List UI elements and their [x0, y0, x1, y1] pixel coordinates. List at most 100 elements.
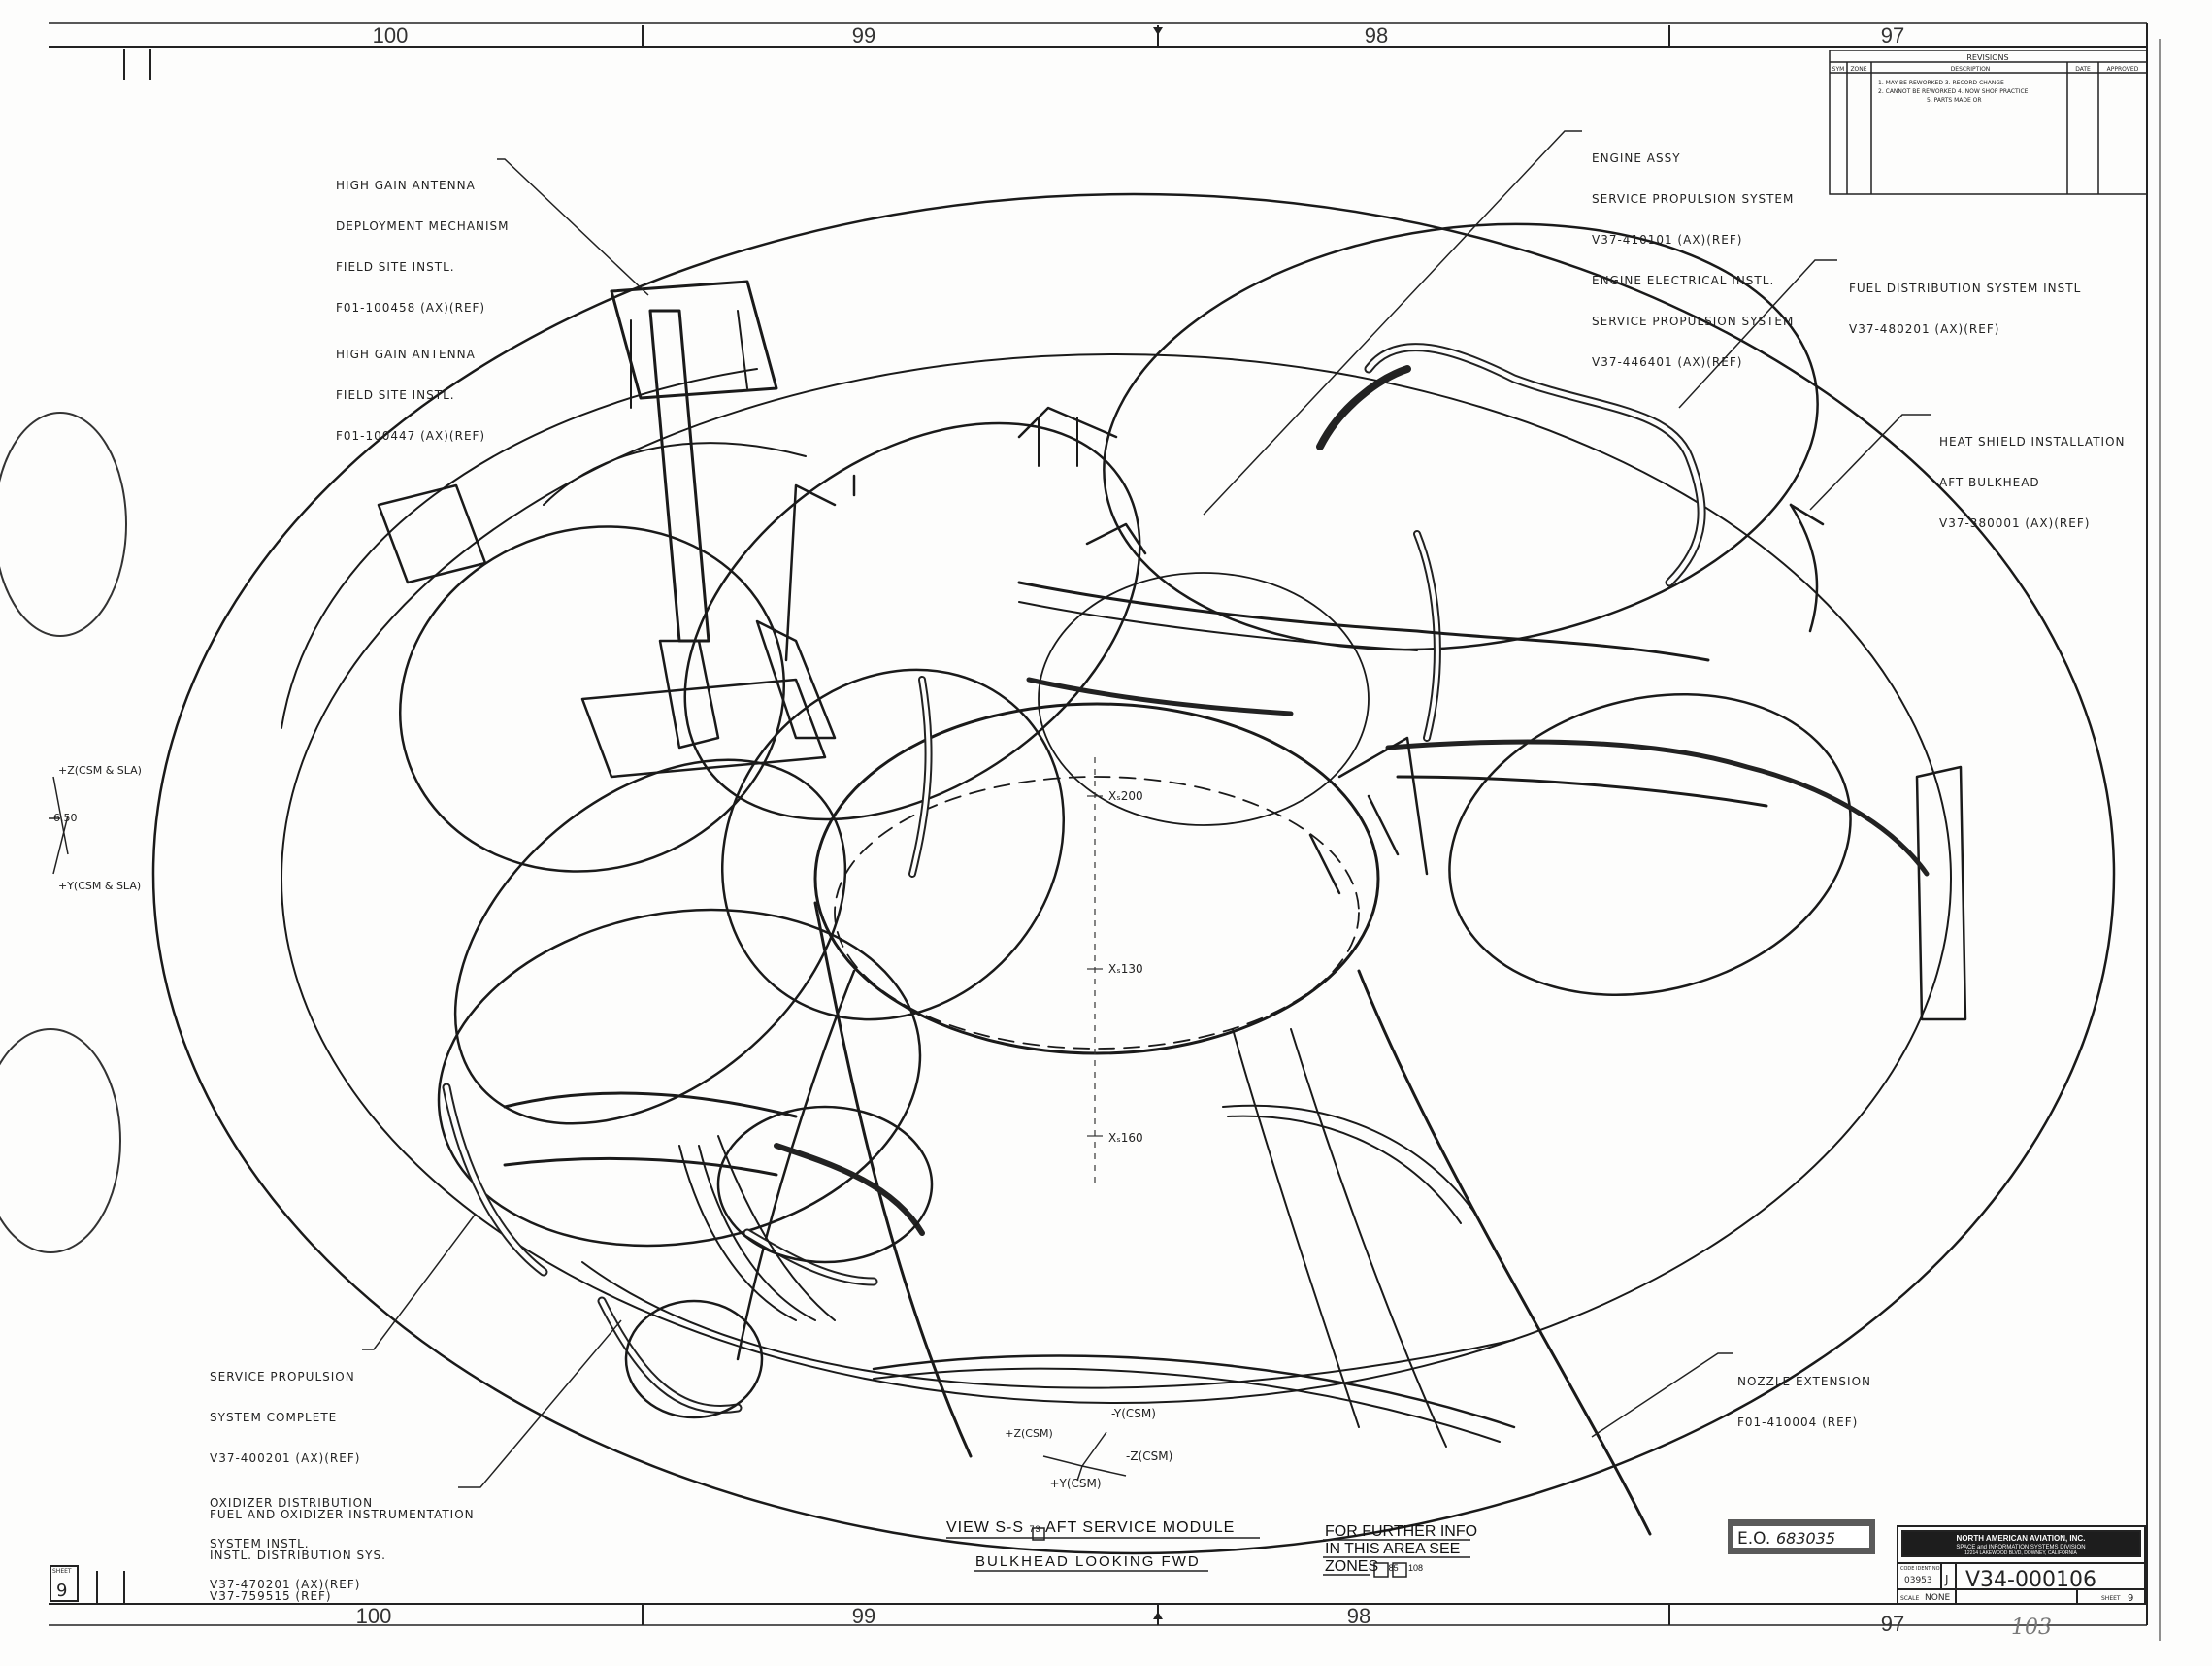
- title-code: 03953: [1904, 1576, 1932, 1585]
- callout-line: DEPLOYMENT MECHANISM: [336, 219, 510, 233]
- callout-heat-shield: HEAT SHIELD INSTALLATION AFT BULKHEAD V3…: [1939, 408, 2125, 544]
- callout-line: V37-400201 (AX)(REF): [210, 1451, 361, 1465]
- axis-left-z: +Z(CSM & SLA): [58, 764, 142, 777]
- callout-fuel-distribution: FUEL DISTRIBUTION SYSTEM INSTL V37-48020…: [1849, 254, 2081, 350]
- zone-top-100: 100: [373, 23, 409, 48]
- further-info-zones: ZONES 85 108: [1325, 1558, 1477, 1577]
- center-mark-bottom-icon: [1153, 1612, 1163, 1619]
- coord-neg-z: -Z(CSM): [1126, 1449, 1172, 1463]
- revisions-col-date: DATE: [2075, 66, 2091, 73]
- callout-line: F01-100458 (AX)(REF): [336, 301, 486, 315]
- heat-shield-outline: [151, 192, 2116, 1555]
- callout-line: V37-480201 (AX)(REF): [1849, 322, 2000, 336]
- further-info-zone-2: 108: [1408, 1563, 1424, 1573]
- edge-fragments: [0, 412, 127, 1253]
- revisions-col-desc: DESCRIPTION: [1951, 66, 1991, 73]
- callout-line: SYSTEM COMPLETE: [210, 1411, 338, 1424]
- callout-line: V37-446401 (AX)(REF): [1592, 355, 1743, 369]
- view-title-line-2: BULKHEAD LOOKING FWD: [975, 1553, 1201, 1570]
- coordinate-triad: [1042, 1431, 1127, 1482]
- callout-line: SERVICE PROPULSION SYSTEM: [1592, 192, 1795, 206]
- callout-line: FUEL DISTRIBUTION SYSTEM INSTL: [1849, 282, 2082, 295]
- callout-line: FIELD SITE INSTL.: [336, 260, 455, 274]
- center-mark-top-icon: [1153, 27, 1163, 35]
- title-sheet: 9: [2128, 1593, 2133, 1604]
- view-title-rules: [946, 1527, 1470, 1578]
- title-scale-label: SCALE: [1900, 1595, 1919, 1602]
- title-drawing-number: V34-000106: [1965, 1568, 2096, 1592]
- callout-line: F01-410004 (REF): [1737, 1416, 1859, 1429]
- title-sheet-label: SHEET: [2101, 1595, 2121, 1602]
- callout-line: SYSTEM INSTL.: [210, 1537, 310, 1550]
- zone-bottom-100: 100: [356, 1604, 392, 1628]
- zone-top-97: 97: [1881, 23, 1904, 48]
- station-200-label: Xₛ200: [1108, 789, 1143, 803]
- callout-line: ENGINE ASSY: [1592, 151, 1681, 165]
- further-info-note: FOR FURTHER INFO IN THIS AREA SEE ZONES …: [1325, 1523, 1477, 1577]
- zone-labels-top: 100 99 98 97: [373, 23, 1905, 48]
- view-title-tag: 73: [1029, 1524, 1041, 1534]
- zone-bottom-99: 99: [852, 1604, 875, 1628]
- zone-top-99: 99: [852, 23, 875, 48]
- callout-line: HIGH GAIN ANTENNA: [336, 348, 476, 361]
- callout-instrumentation: FUEL AND OXIDIZER INSTRUMENTATION INSTL.…: [210, 1481, 475, 1616]
- zone-bottom-98: 98: [1347, 1604, 1370, 1628]
- revisions-col-sym: SYM: [1832, 66, 1845, 73]
- callout-engine-assy: ENGINE ASSY SERVICE PROPULSION SYSTEM V3…: [1592, 124, 1794, 383]
- eo-number: 683035: [1776, 1529, 1835, 1548]
- view-title: VIEW S-S 73 AFT SERVICE MODULE: [946, 1519, 1235, 1537]
- callout-line: HIGH GAIN ANTENNA: [336, 179, 476, 192]
- leader-lines: [362, 130, 1931, 1488]
- callout-line: V37-380001 (AX)(REF): [1939, 516, 2091, 530]
- callout-line: OXIDIZER DISTRIBUTION: [210, 1496, 374, 1510]
- drawing-frame: [49, 22, 2161, 1641]
- station-markers: [1087, 757, 1103, 1184]
- view-title-subject: AFT SERVICE MODULE: [1045, 1519, 1236, 1536]
- title-code-label: CODE IDENT NO.: [1900, 1566, 1941, 1572]
- coord-neg-y: -Y(CSM): [1111, 1407, 1156, 1420]
- revisions-block: [1829, 50, 2148, 195]
- further-info-zones-label: ZONES: [1325, 1558, 1379, 1575]
- title-scale: NONE: [1925, 1593, 1951, 1603]
- station-160-label: Xₛ160: [1108, 1131, 1143, 1145]
- title-division: SPACE and INFORMATION SYSTEMS DIVISION: [1956, 1545, 2085, 1550]
- callout-line: FUEL AND OXIDIZER INSTRUMENTATION: [210, 1508, 475, 1521]
- callout-line: F01-100447 (AX)(REF): [336, 429, 486, 443]
- zone-top-98: 98: [1365, 23, 1388, 48]
- title-company: NORTH AMERICAN AVIATION, INC.: [1957, 1534, 2086, 1543]
- eo-label: E.O.: [1737, 1529, 1770, 1549]
- further-info-line: FOR FURTHER INFO: [1325, 1523, 1478, 1540]
- revisions-note-3: 5. PARTS MADE OR: [1927, 97, 1982, 104]
- zone-bottom-97: 97: [1881, 1612, 1904, 1636]
- callout-line: SERVICE PROPULSION SYSTEM: [1592, 315, 1795, 328]
- coord-pos-y: +Y(CSM): [1049, 1477, 1101, 1490]
- further-info-line: IN THIS AREA SEE: [1325, 1541, 1461, 1557]
- callout-line: INSTL. DISTRIBUTION SYS.: [210, 1549, 386, 1562]
- revisions-header: REVISIONS: [1966, 53, 2008, 62]
- axis-left-y: +Y(CSM & SLA): [58, 880, 141, 892]
- coord-pos-z: +Z(CSM): [1005, 1427, 1053, 1440]
- callout-line: NOZZLE EXTENSION: [1737, 1375, 1872, 1388]
- aft-bulkhead-illustration: [151, 192, 2116, 1555]
- callout-line: SERVICE PROPULSION: [210, 1370, 355, 1383]
- callout-line: V37-410101 (AX)(REF): [1592, 233, 1743, 247]
- station-130-label: Xₛ130: [1108, 962, 1143, 976]
- further-info-zone-1: 85: [1388, 1563, 1399, 1573]
- callout-line: HEAT SHIELD INSTALLATION: [1939, 435, 2126, 449]
- handwritten-number: 103: [2011, 1616, 2052, 1640]
- callout-line: FIELD SITE INSTL.: [336, 388, 455, 402]
- revisions-note-2: 2. CANNOT BE REWORKED 4. NOW SHOP PRACTI…: [1878, 88, 2029, 95]
- zone-labels-bottom: 100 99 98 97: [356, 1604, 1905, 1636]
- revisions-col-approved: APPROVED: [2107, 66, 2139, 73]
- left-axis-marker: [49, 776, 69, 875]
- eo-stamp: [1728, 1519, 1875, 1554]
- callout-nozzle-extension: NOZZLE EXTENSION F01-410004 (REF): [1737, 1348, 1871, 1443]
- revisions-note-1: 1. MAY BE REWORKED 3. RECORD CHANGE: [1878, 80, 2004, 86]
- callout-line: AFT BULKHEAD: [1939, 476, 2040, 489]
- title-address: 12214 LAKEWOOD BLVD, DOWNEY, CALIFORNIA: [1964, 1550, 2077, 1556]
- view-title-main: VIEW S-S: [946, 1519, 1025, 1536]
- callout-line: ENGINE ELECTRICAL INSTL.: [1592, 274, 1775, 287]
- callout-line: V37-759515 (REF): [210, 1589, 332, 1603]
- callout-high-gain-antenna: HIGH GAIN ANTENNA DEPLOYMENT MECHANISM F…: [336, 151, 510, 456]
